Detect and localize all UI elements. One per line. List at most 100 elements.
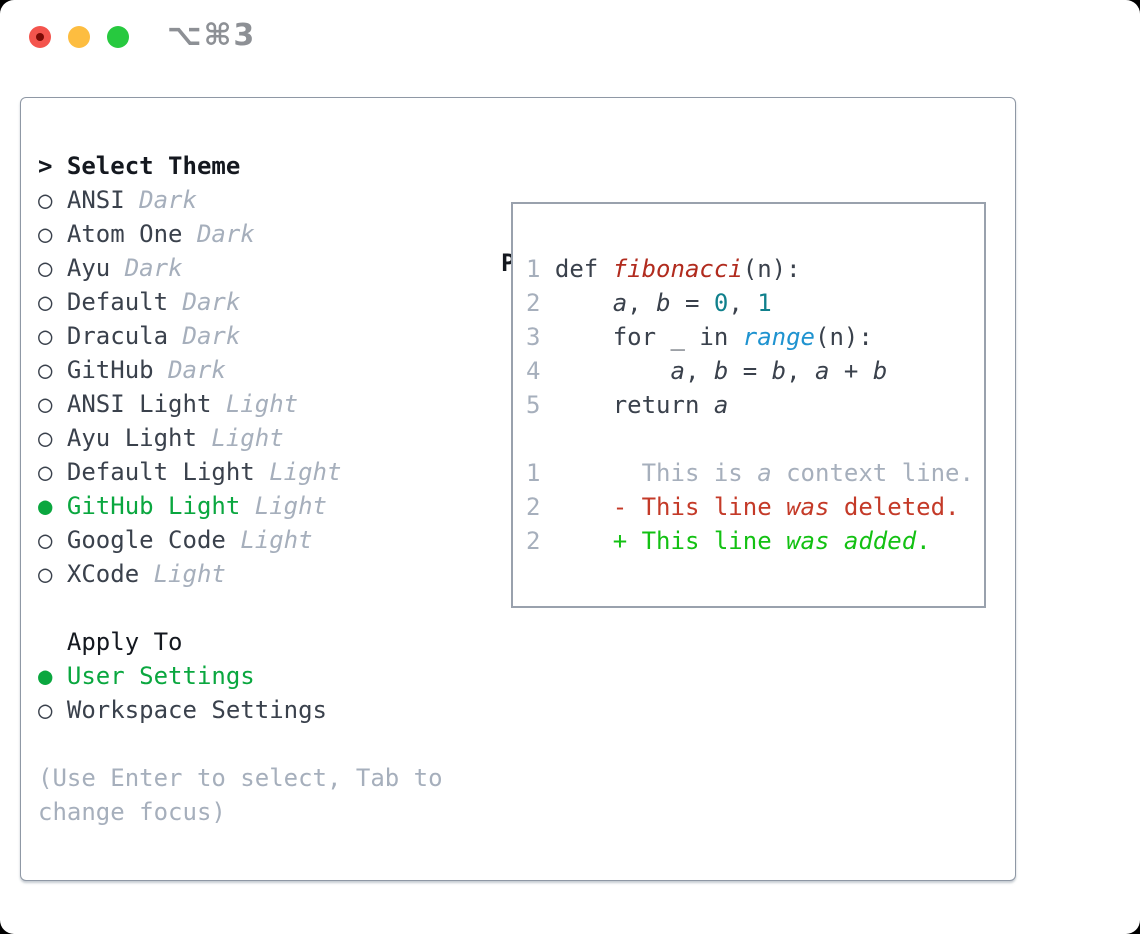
line-number: 2: [526, 289, 555, 317]
select-theme-heading: > Select Theme: [38, 149, 443, 183]
theme-mode-badge: Dark: [182, 288, 241, 316]
code-token: b: [872, 357, 888, 385]
close-button[interactable]: [29, 26, 51, 48]
theme-mode-badge: Dark: [196, 220, 255, 248]
radio-icon: ○: [38, 526, 53, 554]
code-token: - This line: [554, 493, 787, 521]
theme-option-ansi[interactable]: ○ ANSI Dark: [38, 183, 443, 217]
option-label: Default: [66, 288, 169, 316]
hint-line: (Use Enter to select, Tab to: [38, 764, 443, 792]
code-token: [555, 289, 613, 317]
code-token: b: [656, 289, 671, 317]
theme-list-column: > Select Theme ○ ANSI Dark○ Atom One Dar…: [38, 149, 443, 829]
code-token: b: [771, 357, 787, 385]
code-token: + This line: [554, 527, 787, 555]
theme-option-default[interactable]: ○ Default Dark: [38, 285, 443, 319]
theme-option-ayu-light[interactable]: ○ Ayu Light Light: [38, 421, 443, 455]
code-token: for _ in: [554, 323, 743, 351]
radio-icon: ○: [38, 560, 53, 588]
theme-option-dracula[interactable]: ○ Dracula Dark: [38, 319, 443, 353]
spacer: [38, 727, 443, 761]
apply-option-workspace-settings[interactable]: ○ Workspace Settings: [38, 693, 443, 727]
option-label: GitHub Light: [66, 492, 241, 520]
theme-option-default-light[interactable]: ○ Default Light Light: [38, 455, 443, 489]
code-token: a: [713, 391, 729, 419]
theme-option-github[interactable]: ○ GitHub Dark: [38, 353, 443, 387]
theme-mode-badge: Dark: [124, 254, 183, 282]
theme-mode-badge: Light: [269, 458, 342, 486]
code-token: ,: [627, 289, 657, 317]
code-token: [829, 527, 843, 555]
theme-mode-badge: Light: [240, 526, 313, 554]
code-token: =: [670, 289, 714, 317]
line-number: 2: [526, 527, 555, 555]
code-token: range: [742, 323, 815, 351]
apply-to-heading: Apply To: [38, 625, 443, 659]
code-token: 1: [757, 289, 772, 317]
radio-icon: ○: [38, 186, 53, 214]
code-token: deleted.: [829, 493, 960, 521]
option-label: ANSI: [66, 186, 125, 214]
code-token: .: [916, 527, 931, 555]
theme-option-xcode[interactable]: ○ XCode Light: [38, 557, 443, 591]
theme-option-github-light[interactable]: ● GitHub Light Light: [38, 489, 443, 523]
apply-to-title: Apply To: [66, 628, 183, 656]
code-token: a: [757, 459, 772, 487]
radio-icon: ○: [38, 458, 53, 486]
option-label: ANSI Light: [66, 390, 212, 418]
theme-option-atom-one[interactable]: ○ Atom One Dark: [38, 217, 443, 251]
radio-icon: ○: [38, 390, 53, 418]
radio-icon: ○: [38, 220, 53, 248]
theme-mode-badge: Dark: [182, 322, 241, 350]
code-token: ,: [684, 357, 714, 385]
code-line: [526, 422, 974, 456]
option-label: Ayu: [66, 254, 111, 282]
option-label: GitHub: [66, 356, 154, 384]
line-number: 1: [526, 255, 555, 283]
radio-icon: ○: [38, 696, 53, 724]
code-token: context line.: [771, 459, 974, 487]
theme-option-ayu[interactable]: ○ Ayu Dark: [38, 251, 443, 285]
code-line: 1 This is a context line.: [526, 456, 974, 490]
radio-selected-icon: ●: [38, 662, 53, 690]
record-dot-icon: [36, 33, 44, 41]
code-token: ,: [728, 289, 758, 317]
maximize-button[interactable]: [107, 26, 129, 48]
code-token: return: [554, 391, 714, 419]
minimize-button[interactable]: [68, 26, 90, 48]
selection-caret-icon: >: [38, 152, 53, 180]
theme-option-ansi-light[interactable]: ○ ANSI Light Light: [38, 387, 443, 421]
hint-line: change focus): [38, 798, 226, 826]
code-token: fibonacci: [612, 255, 743, 283]
line-number: 1: [526, 459, 555, 487]
option-label: User Settings: [66, 662, 255, 690]
line-number: 2: [526, 493, 555, 521]
code-token: +: [829, 357, 873, 385]
traffic-lights: [29, 26, 129, 48]
line-number: 4: [526, 357, 555, 385]
radio-icon: ○: [38, 288, 53, 316]
apply-to-list: ● User Settings○ Workspace Settings: [38, 659, 443, 727]
code-token: was: [786, 527, 830, 555]
code-token: This is: [554, 459, 758, 487]
code-token: added: [843, 527, 917, 555]
code-token: was: [786, 493, 830, 521]
code-line: 3 for _ in range(n):: [526, 320, 974, 354]
option-label: XCode: [66, 560, 140, 588]
radio-icon: ○: [38, 424, 53, 452]
theme-mode-badge: Light: [254, 492, 327, 520]
radio-icon: ○: [38, 254, 53, 282]
theme-mode-badge: Light: [153, 560, 226, 588]
code-line: 2 a, b = 0, 1: [526, 286, 974, 320]
option-label: Atom One: [66, 220, 183, 248]
theme-option-google-code[interactable]: ○ Google Code Light: [38, 523, 443, 557]
code-token: 0: [713, 289, 729, 317]
theme-mode-badge: Light: [225, 390, 299, 418]
theme-mode-badge: Light: [211, 424, 284, 452]
theme-list: ○ ANSI Dark○ Atom One Dark○ Ayu Dark○ De…: [38, 183, 443, 591]
keyboard-hint: (Use Enter to select, Tab to change focus…: [38, 761, 443, 829]
apply-option-user-settings[interactable]: ● User Settings: [38, 659, 443, 693]
line-number: 5: [526, 391, 555, 419]
